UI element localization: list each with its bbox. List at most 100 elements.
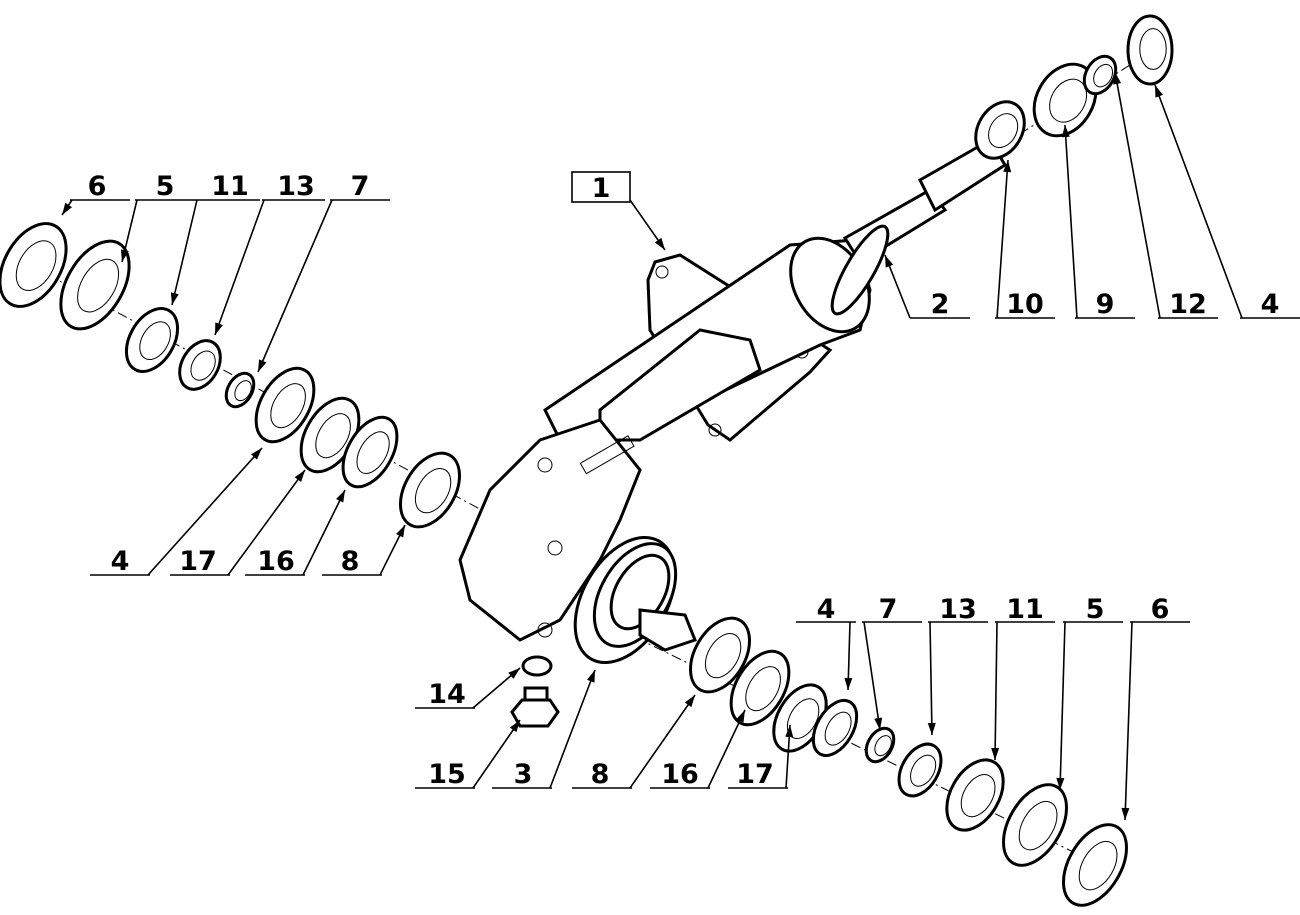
callout-number: 4 xyxy=(111,546,130,577)
callout-number: 6 xyxy=(88,171,107,202)
arrowhead-icon xyxy=(508,668,520,679)
arrowhead-icon xyxy=(509,720,520,733)
arrowhead-icon xyxy=(684,695,695,708)
callout-right-13: 13 xyxy=(927,594,988,736)
leader-line xyxy=(1124,621,1133,821)
callout-number: 13 xyxy=(939,594,977,625)
leader-line xyxy=(1064,124,1078,319)
arrowhead-icon xyxy=(170,292,179,305)
leader-line xyxy=(302,489,346,576)
callout-right-6: 6 xyxy=(1121,594,1190,821)
callout-mid-16: 16 xyxy=(650,709,746,790)
callout-number: 13 xyxy=(277,171,315,202)
callout-left-8: 8 xyxy=(322,524,406,577)
ring-part xyxy=(864,726,896,764)
seal-ring-14 xyxy=(521,655,553,677)
plug-15 xyxy=(510,686,560,728)
arrowhead-icon xyxy=(1155,85,1163,98)
callout-number: 4 xyxy=(817,594,836,625)
callout-number: 8 xyxy=(591,759,610,790)
arrowhead-icon xyxy=(844,677,853,690)
ring-part xyxy=(1032,62,1098,138)
callout-number: 5 xyxy=(156,171,175,202)
callout-number: 17 xyxy=(736,759,774,790)
callout-number: 7 xyxy=(879,594,898,625)
ring-part xyxy=(59,239,131,331)
arrowhead-icon xyxy=(1113,72,1122,85)
callout-right-7: 7 xyxy=(862,594,922,731)
leader-line xyxy=(147,447,263,576)
callout-mid-17: 17 xyxy=(728,724,794,790)
pulley-part xyxy=(573,535,697,665)
arrowhead-icon xyxy=(1056,777,1065,790)
leader-line xyxy=(863,621,881,731)
callout-number: 16 xyxy=(661,759,699,790)
callout-mid-8: 8 xyxy=(572,694,696,790)
arrowhead-icon xyxy=(294,470,305,483)
ring-part xyxy=(1126,14,1174,86)
callout-number: 14 xyxy=(428,679,466,710)
housing-part xyxy=(458,236,872,642)
leader-line xyxy=(472,719,521,789)
ring-part xyxy=(178,339,222,391)
ring-part xyxy=(897,742,943,798)
callout-number: 6 xyxy=(1151,594,1170,625)
callout-number: 4 xyxy=(1261,289,1280,320)
leader-line xyxy=(929,621,933,736)
callout-mid-15: 15 xyxy=(415,719,521,790)
leader-line xyxy=(171,199,198,306)
arrowhead-icon xyxy=(396,525,405,538)
ring-part xyxy=(1082,54,1118,96)
ring-part xyxy=(689,616,751,694)
callout-number: 11 xyxy=(1006,594,1044,625)
ring-part xyxy=(974,100,1026,160)
arrowhead-icon xyxy=(991,747,1000,760)
parts-group xyxy=(0,14,1174,907)
callout-left-4: 4 xyxy=(90,447,263,577)
ring-part xyxy=(254,366,316,444)
arrowhead-icon xyxy=(251,448,262,460)
callout-left-5: 5 xyxy=(120,171,195,263)
shaft-part xyxy=(830,137,1008,316)
arrowhead-icon xyxy=(62,202,72,215)
arrowhead-icon xyxy=(1003,160,1012,173)
arrowhead-icon xyxy=(120,249,129,262)
arrowhead-icon xyxy=(336,490,345,503)
callout-number: 5 xyxy=(1086,594,1105,625)
callout-number: 8 xyxy=(341,546,360,577)
callout-number: 16 xyxy=(257,546,295,577)
callout-mid-14: 14 xyxy=(415,667,521,710)
arrowhead-icon xyxy=(258,359,267,372)
callout-left-13: 13 xyxy=(214,171,325,336)
arrowhead-icon xyxy=(654,237,665,250)
leader-line xyxy=(1154,84,1243,319)
callout-shaft-2: 2 xyxy=(884,254,970,320)
leader-line xyxy=(707,709,746,789)
callout-number: 12 xyxy=(1169,289,1207,320)
callout-left-6: 6 xyxy=(61,171,130,216)
leader-line xyxy=(549,669,596,789)
ring-part xyxy=(945,758,1005,832)
ring-part xyxy=(729,649,791,727)
callout-box xyxy=(571,171,631,203)
leader-line xyxy=(1114,71,1161,319)
callout-number: 9 xyxy=(1096,289,1115,320)
callout-main-1: 1 xyxy=(571,171,666,251)
callout-top-9: 9 xyxy=(1061,124,1135,320)
leader-line xyxy=(214,199,265,336)
callout-number: 11 xyxy=(211,171,249,202)
arrowhead-icon xyxy=(785,725,794,738)
callout-number: 10 xyxy=(1006,289,1044,320)
callout-number: 2 xyxy=(931,289,950,320)
leader-line xyxy=(994,621,998,761)
callout-top-10: 10 xyxy=(995,159,1055,320)
callout-left-11: 11 xyxy=(170,171,260,306)
arrowhead-icon xyxy=(885,255,894,268)
callout-top-4: 4 xyxy=(1154,84,1300,320)
right-axis-line xyxy=(599,619,1111,871)
callout-number: 1 xyxy=(592,173,611,204)
callout-number: 15 xyxy=(428,759,466,790)
